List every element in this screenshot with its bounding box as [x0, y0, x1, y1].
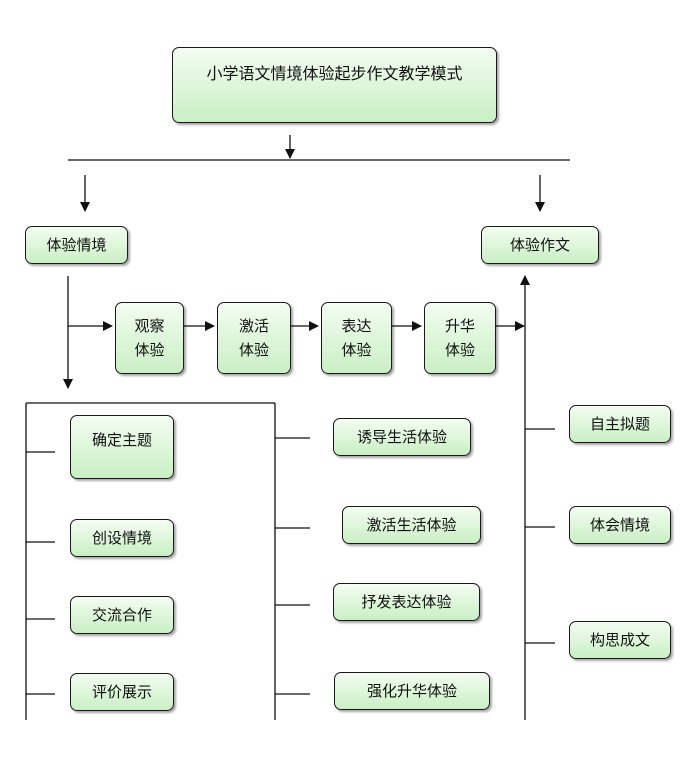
left-branch-box: 体验情境	[25, 226, 128, 264]
title-box: 小学语文情境体验起步作文教学模式	[172, 47, 497, 123]
left-item-evaluate: 评价展示	[70, 673, 174, 711]
flow-step-line1: 激活	[238, 317, 269, 335]
left-item-create-context: 创设情境	[70, 519, 174, 557]
flow-step-line2: 体验	[238, 341, 269, 359]
right-item-label: 构思成文	[589, 631, 650, 649]
right-item-label: 自主拟题	[589, 415, 650, 433]
flow-step-line2: 体验	[341, 341, 372, 359]
middle-item-label: 激活生活体验	[366, 516, 457, 534]
left-item-label: 创设情境	[91, 529, 152, 547]
middle-item-induce: 诱导生活体验	[333, 418, 471, 456]
middle-item-express: 抒发表达体验	[333, 583, 480, 621]
right-item-self-title: 自主拟题	[569, 405, 671, 443]
middle-item-label: 诱导生活体验	[356, 428, 447, 446]
title-text: 小学语文情境体验起步作文教学模式	[206, 64, 463, 83]
flow-step-line1: 表达	[341, 317, 372, 335]
flow-step-express: 表达体验	[321, 302, 392, 374]
middle-item-elevate: 强化升华体验	[334, 672, 490, 710]
right-item-label: 体会情境	[589, 516, 650, 534]
left-item-label: 交流合作	[91, 606, 152, 624]
right-branch-label: 体验作文	[509, 236, 570, 254]
left-item-label: 评价展示	[91, 683, 152, 701]
flow-step-line1: 升华	[444, 317, 475, 335]
middle-item-label: 强化升华体验	[366, 682, 457, 700]
flow-step-line2: 体验	[134, 341, 165, 359]
left-branch-label: 体验情境	[46, 236, 107, 254]
flow-step-observe: 观察体验	[115, 302, 184, 374]
right-item-experience: 体会情境	[569, 506, 671, 544]
right-branch-box: 体验作文	[481, 226, 599, 264]
flow-step-line2: 体验	[444, 341, 475, 359]
middle-item-label: 抒发表达体验	[361, 593, 452, 611]
flow-step-line1: 观察	[134, 317, 165, 335]
left-item-cooperate: 交流合作	[70, 596, 174, 634]
flow-step-elevate: 升华体验	[424, 302, 496, 374]
left-item-label: 确定主题	[91, 431, 152, 449]
left-item-confirm-theme: 确定主题	[70, 415, 174, 479]
middle-item-activate: 激活生活体验	[342, 506, 481, 544]
right-item-compose: 构思成文	[569, 621, 671, 659]
flow-step-activate: 激活体验	[217, 302, 291, 374]
